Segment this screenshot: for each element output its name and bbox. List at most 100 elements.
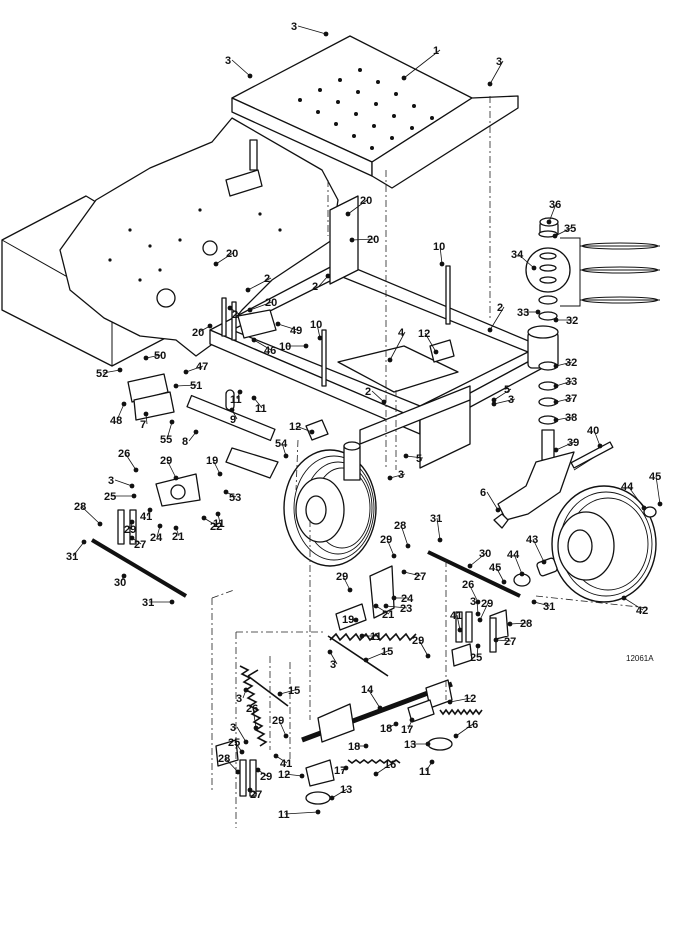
- callout-leader: [351, 238, 375, 241]
- callout-c-19b: 19: [342, 614, 359, 626]
- callout-leader: [367, 688, 381, 709]
- callout-target-dot: [597, 443, 603, 449]
- callout-target-dot: [157, 523, 163, 529]
- callout-target-dot: [546, 219, 552, 225]
- callout-number: 26: [246, 703, 258, 715]
- callout-number: 32: [566, 315, 578, 327]
- callout-c-12b: 12: [289, 421, 315, 435]
- callout-leader: [418, 639, 429, 657]
- callout-target-dot: [251, 395, 257, 401]
- callout-c-54: 54: [275, 438, 289, 459]
- callout-number: 44: [621, 481, 634, 493]
- callout-c-28d: 28: [218, 753, 241, 775]
- callout-number: 14: [361, 684, 374, 696]
- callout-c-27d: 27: [247, 787, 262, 801]
- callout-c-31c: 31: [430, 513, 443, 543]
- callout-target-dot: [143, 411, 149, 417]
- callout-target-dot: [173, 525, 179, 531]
- callout-leader: [623, 597, 644, 611]
- callout-c-21b: 21: [373, 603, 394, 621]
- callout-number: 9: [230, 414, 236, 426]
- callout-leader: [166, 459, 177, 479]
- callout-number: 25: [228, 737, 240, 749]
- callout-number: 11: [419, 766, 431, 778]
- callout-target-dot: [493, 637, 499, 643]
- caster-wheel-left: [283, 441, 377, 567]
- callout-number: 41: [450, 610, 462, 622]
- callout-target-dot: [553, 317, 559, 323]
- callout-number: 8: [182, 436, 188, 448]
- callout-leader: [495, 566, 505, 583]
- callout-number: 24: [401, 593, 414, 605]
- callout-c-3i: 3: [236, 687, 249, 705]
- springs: [239, 632, 483, 764]
- callout-number: 2: [365, 386, 371, 398]
- callout-leader: [247, 277, 272, 291]
- callout-number: 11: [278, 809, 290, 821]
- callout-number: 27: [504, 636, 516, 648]
- callout-c-13a: 13: [404, 739, 431, 751]
- callout-leader: [231, 59, 251, 77]
- callout-c-37: 37: [553, 393, 577, 405]
- callout-number: 32: [565, 357, 577, 369]
- callout-c-10c: 10: [279, 341, 309, 353]
- callout-c-11a: 11: [230, 389, 243, 406]
- callout-target-dot: [457, 627, 463, 633]
- callout-target-dot: [129, 535, 135, 541]
- callout-c-1: 1: [401, 45, 441, 81]
- callout-number: 13: [404, 739, 416, 751]
- callout-target-dot: [425, 653, 431, 659]
- callout-number: 42: [636, 605, 648, 617]
- callout-number: 27: [414, 571, 426, 583]
- callout-c-51: 51: [173, 380, 202, 392]
- callout-number: 29: [412, 635, 424, 647]
- callout-c-2b: 2: [312, 273, 331, 293]
- callout-target-dot: [215, 511, 221, 517]
- callout-c-41b: 41: [450, 610, 463, 633]
- callout-number: 35: [564, 223, 576, 235]
- callout-target-dot: [193, 429, 199, 435]
- callout-number: 54: [275, 438, 288, 450]
- callout-target-dot: [519, 571, 525, 577]
- callout-number: 16: [384, 759, 396, 771]
- callout-leader: [215, 252, 234, 265]
- callout-target-dot: [531, 265, 537, 271]
- callout-target-dot: [273, 753, 279, 759]
- callout-target-dot: [491, 401, 497, 407]
- callout-number: 11: [255, 403, 267, 415]
- callout-target-dot: [327, 649, 333, 655]
- callout-leader: [554, 227, 572, 237]
- callout-c-3j: 3: [230, 722, 249, 745]
- callout-number: 3: [496, 56, 502, 68]
- callout-leader: [548, 203, 557, 223]
- callout-target-dot: [133, 467, 139, 473]
- callout-number: 30: [479, 548, 491, 560]
- callout-number: 24: [150, 532, 163, 544]
- callout-c-3c: 3: [487, 56, 504, 87]
- callout-target-dot: [169, 599, 175, 605]
- callout-leader: [513, 553, 523, 575]
- callout-c-29f: 29: [412, 635, 431, 659]
- callout-target-dot: [213, 261, 219, 267]
- callout-c-36: 36: [546, 199, 561, 225]
- callout-number: 2: [232, 309, 238, 321]
- callout-leader: [555, 416, 573, 421]
- callout-target-dot: [117, 367, 123, 373]
- callout-leader: [405, 455, 424, 459]
- callout-c-20c: 20: [213, 248, 238, 267]
- callout-number: 31: [543, 601, 555, 613]
- callout-target-dot: [501, 579, 507, 585]
- callout-number: 19: [342, 614, 354, 626]
- callout-c-25c: 25: [228, 737, 245, 755]
- callout-number: 11: [213, 518, 225, 530]
- callout-c-3a: 3: [291, 21, 329, 37]
- callout-c-31b: 31: [142, 597, 175, 609]
- callout-leader: [455, 723, 474, 737]
- callout-number: 16: [466, 719, 478, 731]
- callout-leader: [593, 429, 601, 447]
- callout-target-dot: [553, 383, 559, 389]
- callout-number: 45: [489, 562, 501, 574]
- callout-c-38: 38: [553, 412, 577, 424]
- callout-number: 1: [433, 45, 439, 57]
- callout-leader: [284, 811, 319, 815]
